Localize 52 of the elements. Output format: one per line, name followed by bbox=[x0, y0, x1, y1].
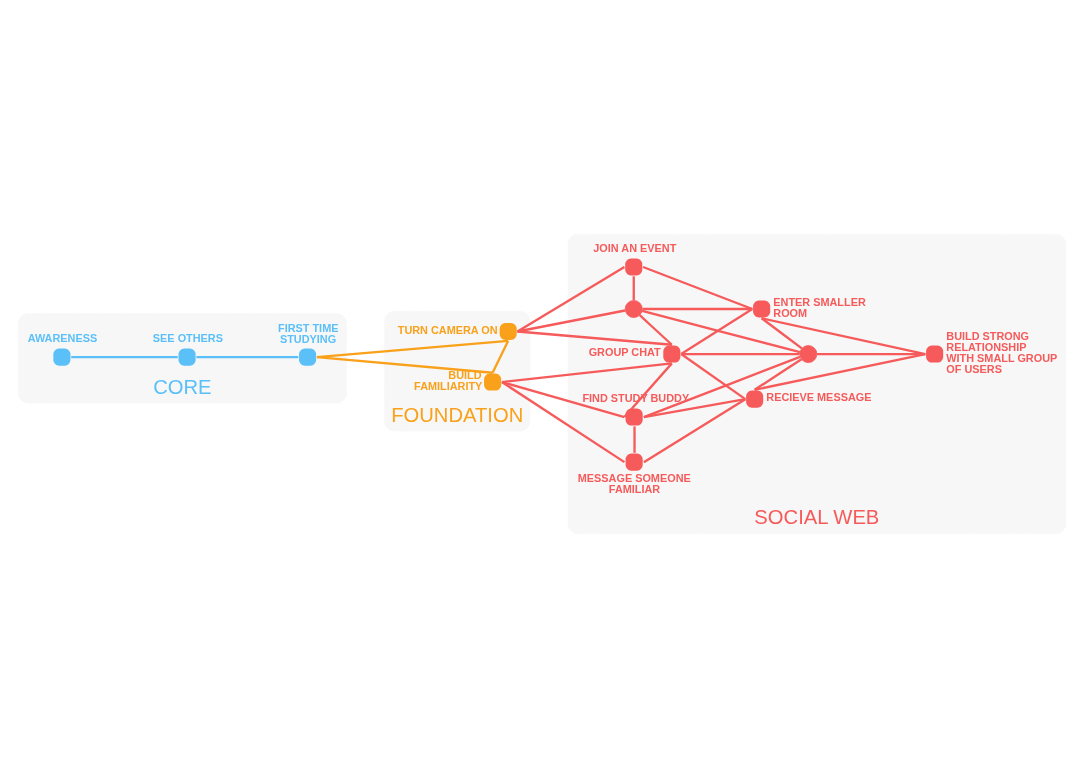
connector bbox=[643, 398, 746, 419]
node-label: BUILD FAMILIARITY bbox=[414, 369, 483, 392]
node-label: SEE OTHERS bbox=[152, 331, 223, 344]
connector bbox=[643, 355, 801, 419]
node-circle bbox=[625, 453, 643, 471]
node-label: AWARENESS bbox=[27, 331, 98, 344]
connector bbox=[632, 276, 635, 301]
node-circle bbox=[624, 300, 643, 318]
node-circle bbox=[799, 345, 818, 363]
connector bbox=[491, 340, 510, 374]
node-label: GROUP CHAT bbox=[588, 346, 661, 359]
connector bbox=[196, 356, 299, 359]
node-label: MESSAGE SOMEONE FAMILIAR bbox=[577, 471, 691, 495]
node-circle bbox=[926, 345, 944, 363]
connector bbox=[761, 317, 926, 356]
node-label: RECIEVE MESSAGE bbox=[766, 391, 872, 404]
connector bbox=[517, 330, 672, 346]
node-circle bbox=[299, 348, 317, 366]
connector bbox=[623, 362, 673, 418]
connector bbox=[316, 356, 493, 374]
connector bbox=[501, 381, 626, 464]
node-circle bbox=[746, 390, 764, 408]
connector bbox=[501, 380, 625, 419]
connector bbox=[642, 265, 753, 311]
connector bbox=[501, 362, 672, 384]
connector bbox=[681, 352, 800, 356]
connector bbox=[71, 356, 178, 359]
node-label: TURN CAMERA ON bbox=[397, 323, 498, 336]
connector bbox=[643, 398, 746, 464]
node-circle bbox=[663, 345, 681, 363]
connector bbox=[638, 314, 673, 346]
connector bbox=[680, 353, 746, 401]
connector bbox=[680, 308, 753, 356]
node-circle bbox=[499, 322, 517, 341]
node-label: FIRST TIME STUDYING bbox=[278, 321, 339, 345]
node-circle bbox=[753, 300, 771, 318]
node-label: BUILD STRONG RELATIONSHIP WITH SMALL GROUP OF USERS bbox=[946, 330, 1058, 375]
node-circle bbox=[484, 373, 502, 391]
node-circle bbox=[53, 348, 71, 366]
connector bbox=[642, 307, 753, 311]
node-label: ENTER SMALLER ROOM bbox=[773, 296, 866, 319]
node-circle bbox=[625, 258, 643, 276]
connector bbox=[754, 358, 803, 391]
connector bbox=[517, 309, 626, 333]
connector bbox=[516, 266, 625, 333]
connector bbox=[754, 352, 926, 391]
connector bbox=[633, 426, 636, 453]
connector bbox=[641, 309, 801, 354]
connector bbox=[760, 317, 803, 350]
node-circle bbox=[625, 408, 643, 426]
node-circle bbox=[178, 348, 196, 366]
node-label: JOIN AN EVENT bbox=[593, 241, 677, 254]
